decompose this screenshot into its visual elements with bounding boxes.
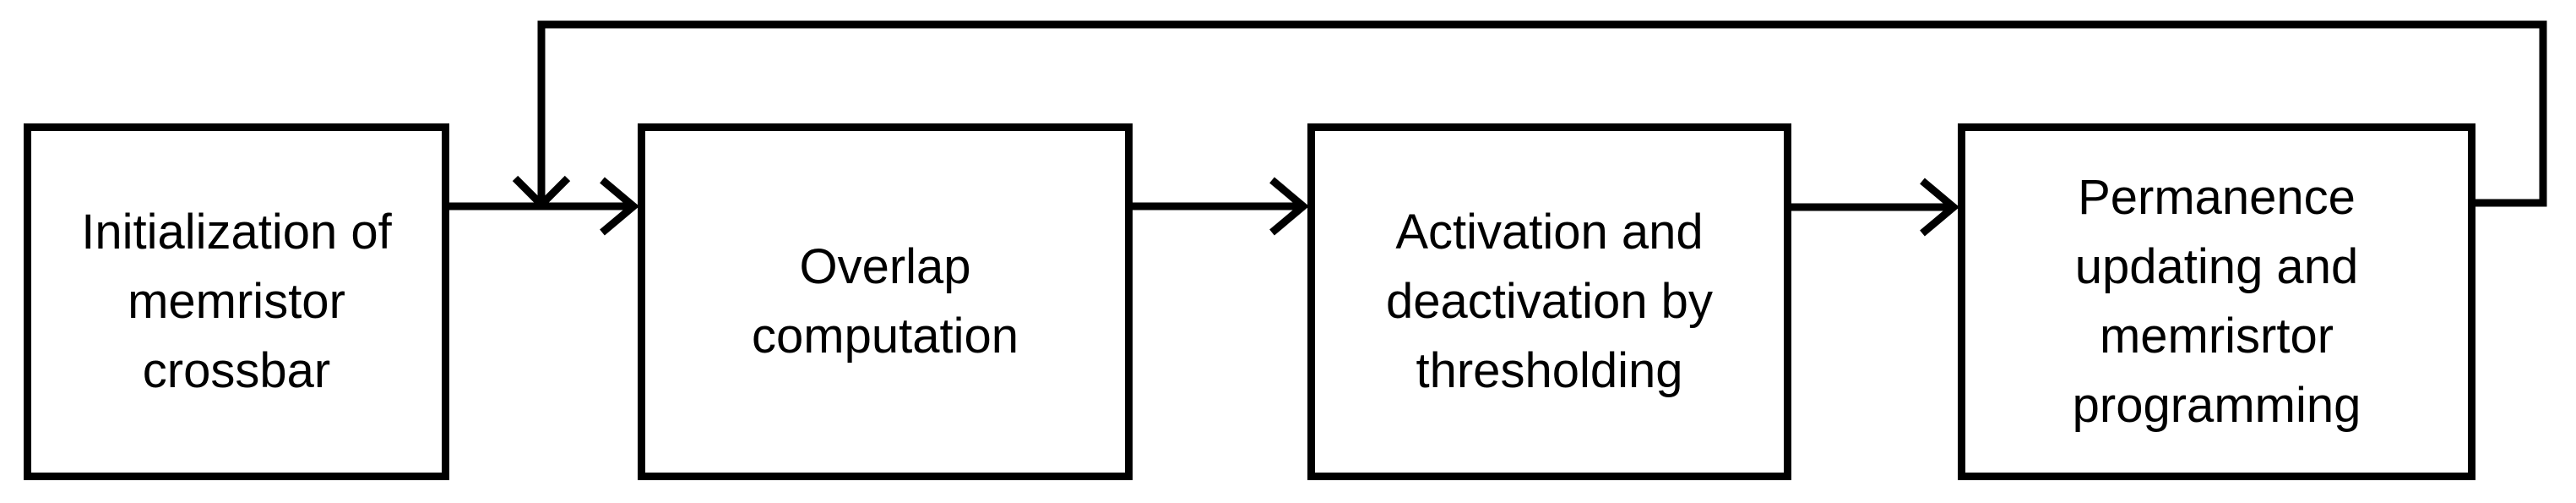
box-text-line: thresholding [1416, 343, 1683, 398]
feedback-loop-line [537, 20, 2547, 207]
box-text-line: deactivation by [1386, 274, 1713, 329]
box-text-line: computation [752, 309, 1019, 364]
arrow-overlap-to-activation [1133, 177, 1310, 236]
box-text-line: programming [2072, 378, 2361, 433]
arrowhead-right-icon [600, 177, 640, 236]
flow-box-activation-deactivation: Activation and deactivation by threshold… [1307, 123, 1791, 480]
box-text-line: Overlap [799, 239, 971, 294]
arrowhead-right-icon [1920, 178, 1960, 237]
box-text-line: memrisrtor [2099, 309, 2334, 364]
flow-box-overlap-computation: Overlap computation [638, 123, 1133, 480]
box-text-line: Activation and [1395, 205, 1704, 260]
arrowhead-down-icon [512, 175, 571, 210]
box-text-line: Permanence [2078, 170, 2356, 225]
flow-box-initialization: Initialization of memristor crossbar [24, 123, 449, 480]
flow-box-permanence-updating: Permanence updating and memrisrtor progr… [1958, 123, 2475, 480]
box-text-line: updating and [2074, 239, 2359, 294]
feedback-loop [512, 20, 2547, 210]
box-text-line: crossbar [142, 343, 331, 398]
arrow-activation-to-permanence [1791, 178, 1960, 237]
box-text-line: memristor [128, 274, 345, 329]
arrowhead-right-icon [1269, 177, 1310, 236]
box-text-line: Initialization of [81, 205, 392, 260]
